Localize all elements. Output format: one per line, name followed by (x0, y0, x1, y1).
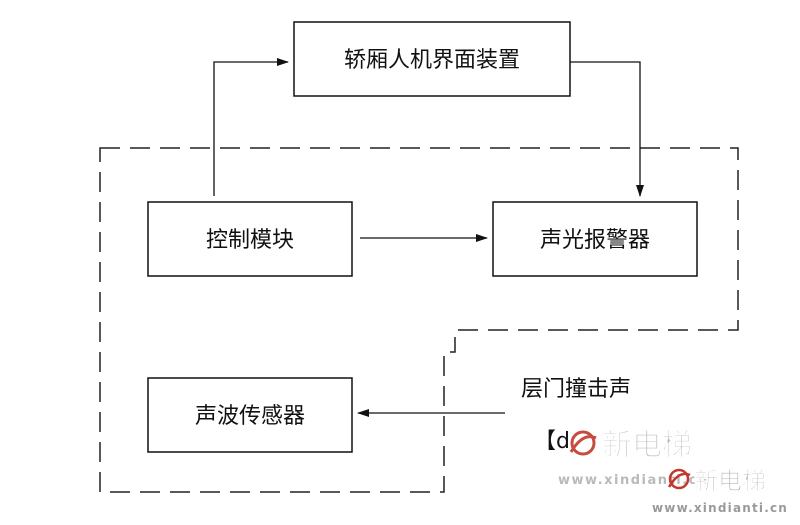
control-module-node: 控制模块 (147, 201, 353, 277)
alarm-label: 声光报警器 (540, 228, 650, 253)
watermark-brand-2: 新电梯 (694, 467, 766, 495)
hmi-box (293, 21, 571, 97)
signal-label-partial: 【d (534, 429, 570, 454)
alarm-node: 声光报警器 (492, 201, 698, 277)
watermark-url-2: www.xindianti.cn (652, 501, 788, 515)
arrow-control-to-hmi (213, 58, 289, 196)
hmi-node: 轿厢人机界面装置 (293, 21, 571, 97)
watermark-logo-icon-2 (667, 468, 691, 490)
dashed-system-boundary (99, 147, 739, 493)
sensor-box (147, 377, 353, 453)
watermark-brand: 新电梯 (602, 428, 692, 463)
alarm-box (492, 201, 698, 277)
arrow-hmi-to-alarm (570, 61, 644, 197)
signal-label: 层门撞击声 (521, 377, 631, 402)
sensor-node: 声波传感器 (147, 377, 353, 453)
hmi-label: 轿厢人机界面装置 (344, 48, 520, 73)
sensor-label: 声波传感器 (195, 404, 305, 429)
control-module-label: 控制模块 (206, 228, 294, 253)
watermark-primary: 新电梯 www.xindianti.cn (558, 428, 707, 488)
watermark-secondary: 新电梯 www.xindianti.cn (652, 467, 788, 515)
control-module-box (147, 201, 353, 277)
watermark-logo-icon (569, 430, 597, 456)
